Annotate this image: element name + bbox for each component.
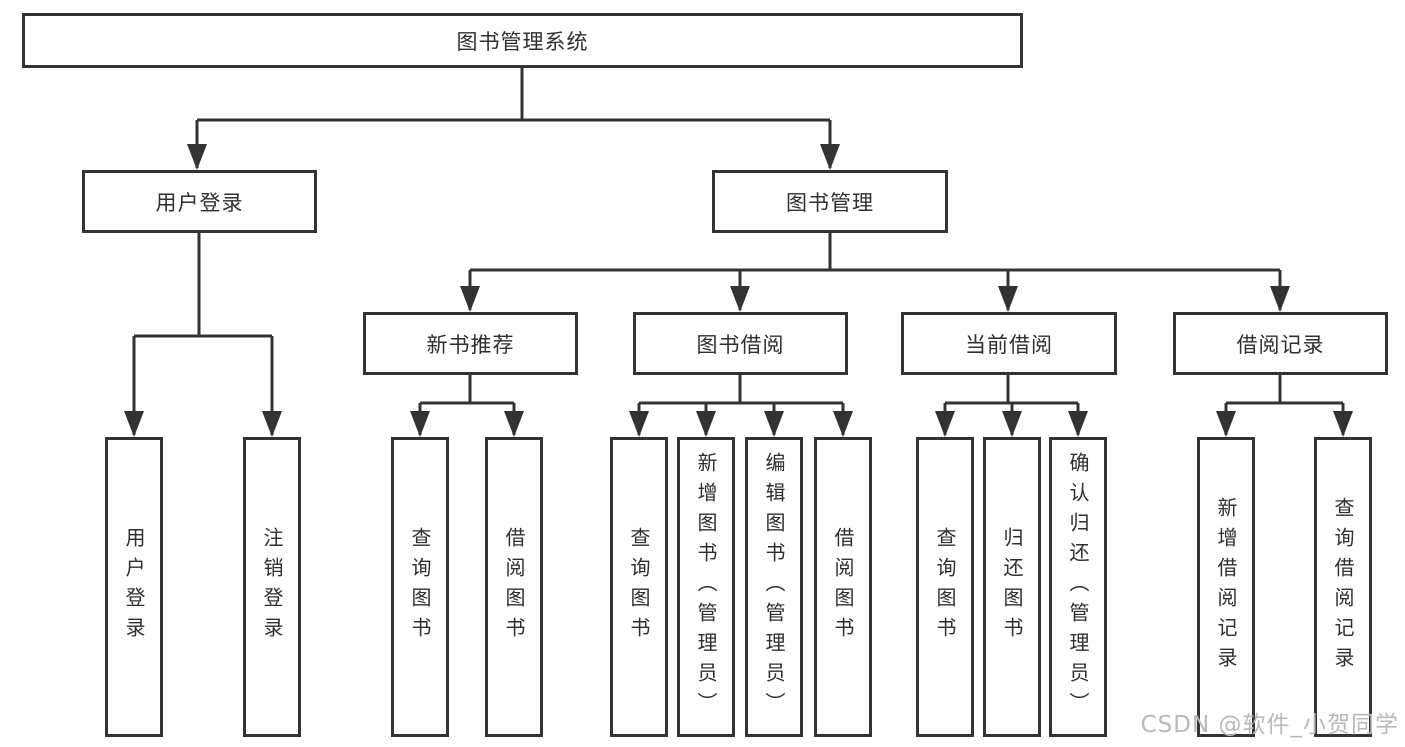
node-rec-borrow-books: 借阅图书	[485, 437, 543, 737]
arrow-down-icon	[820, 144, 840, 170]
node-label: 查询图书	[408, 527, 432, 647]
node-book-management: 图书管理	[712, 170, 948, 233]
node-label: 注销登录	[260, 527, 284, 647]
node-borrow-records: 借阅记录	[1173, 312, 1388, 375]
arrow-down-icon	[460, 286, 480, 312]
node-label: 借阅图书	[831, 527, 855, 647]
node-return-books: 归还图书	[983, 437, 1041, 737]
connector-root	[195, 68, 832, 168]
arrow-down-icon	[935, 411, 955, 437]
arrow-down-icon	[1270, 286, 1290, 312]
node-add-books-admin: 新增图书（管理员）	[677, 437, 735, 737]
node-borrow-books-leaf: 借阅图书	[814, 437, 872, 737]
node-user-login-leaf: 用户登录	[105, 437, 163, 737]
arrow-down-icon	[262, 411, 282, 437]
node-label: 归还图书	[1000, 527, 1024, 647]
connector-book-management	[468, 233, 1282, 310]
node-logout-login: 注销登录	[243, 437, 301, 737]
arrow-down-icon	[410, 411, 430, 437]
node-book-borrow: 图书借阅	[633, 312, 848, 375]
connector-borrow-records	[1224, 375, 1345, 435]
node-library-management-system: 图书管理系统	[22, 13, 1023, 68]
arrow-down-icon	[998, 286, 1018, 312]
node-label: 编辑图书（管理员）	[762, 452, 786, 722]
node-label: 新增借阅记录	[1214, 497, 1238, 677]
arrow-down-icon	[730, 286, 750, 312]
node-confirm-return-admin: 确认归还（管理员）	[1049, 437, 1107, 737]
arrow-down-icon	[833, 411, 853, 437]
arrow-down-icon	[1333, 411, 1353, 437]
node-new-book-recommend: 新书推荐	[363, 312, 578, 375]
node-current-borrow: 当前借阅	[901, 312, 1117, 375]
node-label: 查询借阅记录	[1331, 497, 1355, 677]
arrow-down-icon	[696, 411, 716, 437]
node-rec-query-books: 查询图书	[391, 437, 449, 737]
node-edit-books-admin: 编辑图书（管理员）	[745, 437, 803, 737]
arrow-down-icon	[1216, 411, 1236, 437]
arrow-down-icon	[124, 411, 144, 437]
node-add-borrow-record: 新增借阅记录	[1197, 437, 1255, 737]
connector-user-login	[132, 233, 274, 435]
node-label: 查询图书	[933, 527, 957, 647]
node-current-query-books: 查询图书	[916, 437, 974, 737]
node-borrow-query-books: 查询图书	[610, 437, 668, 737]
node-label: 借阅图书	[502, 527, 526, 647]
arrow-down-icon	[764, 411, 784, 437]
node-label: 新增图书（管理员）	[694, 452, 718, 722]
arrow-down-icon	[629, 411, 649, 437]
arrow-down-icon	[504, 411, 524, 437]
connector-new-book-recommend	[418, 375, 516, 435]
node-label: 用户登录	[122, 527, 146, 647]
node-label: 确认归还（管理员）	[1066, 452, 1090, 722]
connector-book-borrow	[637, 375, 845, 435]
node-label: 查询图书	[627, 527, 651, 647]
arrow-down-icon	[1002, 411, 1022, 437]
arrowheads	[124, 144, 1353, 437]
arrow-down-icon	[187, 144, 207, 170]
arrow-down-icon	[1068, 411, 1088, 437]
node-query-borrow-record: 查询借阅记录	[1314, 437, 1372, 737]
node-user-login: 用户登录	[82, 170, 317, 233]
